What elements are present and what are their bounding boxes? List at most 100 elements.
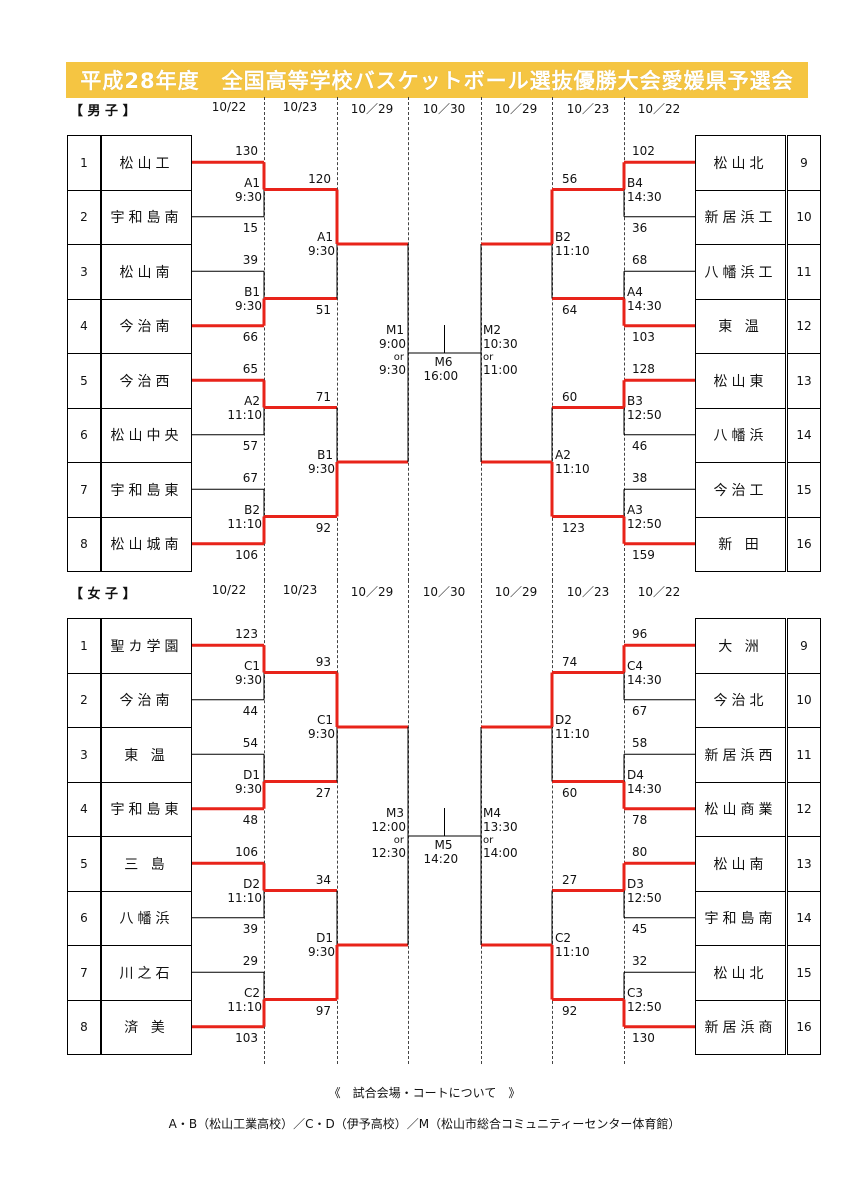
girls-right-r2-game-time: 11:10 (555, 727, 590, 741)
girls-column-divider (624, 580, 625, 1064)
girls-left-r1-score: 103 (235, 1030, 258, 1045)
boys-right-r1-score: 46 (632, 438, 648, 453)
girls-right-r1-game-time: 14:30 (627, 781, 662, 796)
boys-semi-right-time1: 10:30 (483, 337, 518, 351)
boys-left-r1-game-time: 9:30 (235, 189, 262, 204)
girls-left-r1-game-time: 11:10 (227, 890, 262, 905)
boys-right-r1-game-code: B4 (627, 175, 643, 190)
boys-date-1: 10/23 (282, 100, 318, 114)
boys-left-r1-game-time: 11:10 (227, 516, 262, 531)
girls-right-team-num: 16 (787, 999, 821, 1055)
girls-right-r1-score: 80 (632, 845, 648, 860)
boys-final-code: M6 (434, 355, 453, 369)
girls-right-r1-score: 130 (632, 1030, 655, 1045)
boys-semi-right-time2: 11:00 (483, 363, 518, 377)
girls-left-r2-score: 34 (315, 872, 331, 887)
girls-right-r1-game-code: D4 (627, 767, 644, 782)
girls-right-r2-game-code: D2 (555, 713, 572, 727)
girls-right-r2-score: 27 (562, 872, 578, 887)
boys-right-r1-game-time: 12:50 (627, 407, 662, 422)
girls-left-r1-score: 44 (242, 703, 258, 718)
boys-date-4: 10／29 (494, 102, 538, 116)
girls-right-r1-game-time: 14:30 (627, 672, 662, 687)
girls-left-r1-score: 29 (242, 954, 258, 969)
girls-left-r1-score: 54 (242, 736, 258, 751)
girls-left-team-name: 済 美 (101, 999, 192, 1055)
boys-right-r2-game-code: B2 (555, 230, 571, 244)
boys-left-r1-game-code: A1 (244, 175, 260, 190)
boys-right-team-name: 新 田 (695, 516, 786, 572)
boys-left-r1-game-code: B1 (244, 284, 260, 299)
girls-left-r2-game-time: 9:30 (308, 727, 335, 741)
girls-semi-left-time2: 12:30 (371, 846, 406, 860)
boys-right-r1-score: 102 (632, 144, 655, 159)
boys-date-6: 10／22 (637, 102, 681, 116)
boys-right-r1-game-code: A4 (627, 284, 643, 299)
boys-right-r1-score: 36 (632, 220, 648, 235)
girls-left-r2-game-code: D1 (316, 931, 333, 945)
girls-right-r1-score: 67 (632, 703, 648, 718)
boys-left-r1-score: 130 (235, 144, 258, 159)
boys-right-r1-game-time: 12:50 (627, 516, 662, 531)
boys-semi-right-code: M2 (483, 323, 501, 337)
girls-left-r1-game-code: C2 (243, 985, 260, 1000)
girls-column-divider (264, 580, 265, 1064)
girls-right-r1-score: 32 (632, 954, 648, 969)
girls-right-r2-score: 92 (562, 1003, 578, 1018)
boys-right-r1-game-time: 14:30 (627, 298, 662, 313)
girls-right-r1-game-time: 12:50 (627, 999, 662, 1014)
girls-right-r1-game-time: 12:50 (627, 890, 662, 905)
girls-date-1: 10/23 (282, 583, 318, 597)
boys-column-divider (337, 97, 338, 581)
girls-column-divider (552, 580, 553, 1064)
boys-left-team-name: 松山城南 (101, 516, 192, 572)
boys-semi-left-or: or (393, 352, 404, 363)
girls-date-6: 10／22 (637, 585, 681, 599)
girls-right-r1-game-code: D3 (627, 876, 644, 891)
girls-left-r2-game-code: C1 (316, 713, 333, 727)
girls-left-r2-score: 93 (315, 654, 331, 669)
girls-left-r2-score: 27 (315, 785, 331, 800)
boys-column-divider (552, 97, 553, 581)
boys-left-r1-score: 66 (242, 329, 258, 344)
venue-list: A・B（松山工業高校）／C・D（伊予高校）／M（松山市総合コミュニティーセンター… (168, 1117, 681, 1131)
girls-left-r2-score: 97 (315, 1003, 331, 1018)
girls-right-r1-score: 96 (632, 627, 648, 642)
girls-left-r1-game-time: 9:30 (235, 672, 262, 687)
boys-left-r2-score: 92 (315, 520, 331, 535)
boys-left-r1-game-time: 11:10 (227, 407, 262, 422)
boys-left-r2-score: 51 (315, 302, 331, 317)
girls-left-r1-score: 106 (235, 845, 258, 860)
girls-left-r1-game-code: C1 (243, 658, 260, 673)
boys-left-r2-score: 71 (315, 389, 331, 404)
boys-left-r1-game-time: 9:30 (235, 298, 262, 313)
girls-semi-right-or: or (483, 835, 494, 846)
girls-right-r2-game-code: C2 (555, 931, 572, 945)
boys-left-r2-score: 120 (308, 171, 331, 186)
girls-right-r2-score: 74 (562, 654, 578, 669)
boys-section-label: 【 男 子 】 (70, 104, 136, 119)
girls-semi-right-code: M4 (483, 806, 501, 820)
girls-right-r2-game-time: 11:10 (555, 945, 590, 959)
girls-date-3: 10／30 (422, 585, 466, 599)
girls-date-5: 10／23 (566, 585, 610, 599)
girls-date-2: 10／29 (350, 585, 394, 599)
boys-left-team-num: 8 (67, 516, 101, 572)
boys-left-r1-game-code: A2 (244, 393, 260, 408)
boys-column-divider (624, 97, 625, 581)
boys-left-r2-game-time: 9:30 (308, 244, 335, 258)
girls-left-r1-game-code: D1 (243, 767, 260, 782)
girls-left-r1-game-time: 11:10 (227, 999, 262, 1014)
boys-date-2: 10／29 (350, 102, 394, 116)
boys-final-time: 16:00 (423, 369, 459, 383)
boys-right-r2-score: 123 (562, 520, 585, 535)
boys-date-3: 10／30 (422, 102, 466, 116)
boys-date-5: 10／23 (566, 102, 610, 116)
girls-final-time: 14:20 (423, 852, 459, 866)
boys-date-0: 10/22 (211, 100, 247, 114)
boys-right-team-num: 16 (787, 516, 821, 572)
girls-left-r1-score: 123 (235, 627, 258, 642)
boys-right-r1-game-code: A3 (627, 502, 643, 517)
boys-left-r2-game-code: B1 (317, 448, 333, 462)
girls-left-team-num: 8 (67, 999, 101, 1055)
